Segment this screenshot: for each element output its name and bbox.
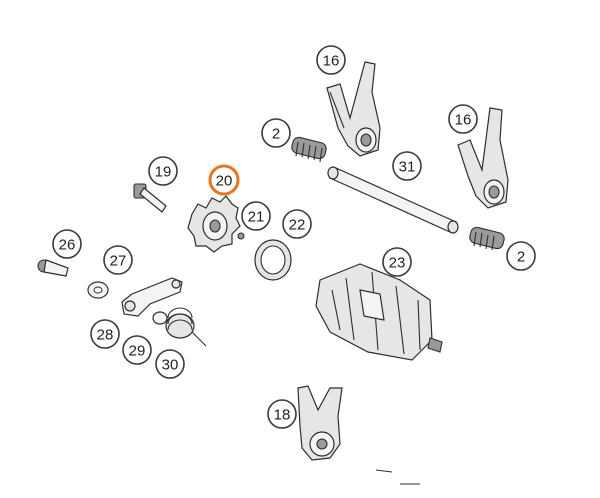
callout-circle	[155, 349, 185, 379]
callout-circle	[148, 156, 178, 186]
callout-23: 23	[382, 247, 412, 277]
shift-fork-16-upper	[326, 61, 381, 157]
callout-label: 18	[274, 407, 291, 424]
callout-circle	[103, 245, 133, 275]
pin-21	[237, 232, 245, 240]
callout-circle	[52, 229, 82, 259]
callout-label: 16	[455, 112, 472, 129]
spring-2-upper	[291, 136, 327, 163]
callout-22: 22	[282, 209, 312, 239]
callout-circle	[316, 45, 346, 75]
callout-29: 29	[122, 335, 152, 365]
callout-label: 28	[97, 327, 114, 344]
callout-circle	[241, 201, 271, 231]
shift-fork-16-right	[457, 107, 509, 209]
callout-30: 30	[155, 349, 185, 379]
callout-circle	[282, 209, 312, 239]
callout-label: 22	[289, 217, 306, 234]
callout-circle	[90, 319, 120, 349]
callout-20-highlighted: 20	[208, 164, 240, 196]
callout-circle	[261, 118, 291, 148]
bolt-26	[37, 259, 69, 277]
callout-label: 26	[59, 237, 76, 254]
callout-label: 2	[517, 249, 525, 266]
callout-27: 27	[103, 245, 133, 275]
washer-22	[254, 239, 292, 281]
callout-16: 16	[316, 45, 346, 75]
callout-21: 21	[241, 201, 271, 231]
scan-artifact-lines	[375, 469, 420, 485]
callout-label: 29	[129, 343, 146, 360]
callout-circle	[382, 247, 412, 277]
callout-circle	[448, 104, 478, 134]
callout-label: 16	[323, 53, 340, 70]
callout-circle	[122, 335, 152, 365]
washer-29	[152, 311, 168, 325]
callout-circle	[267, 399, 297, 429]
callout-label: 31	[399, 159, 416, 176]
callout-26: 26	[52, 229, 82, 259]
callout-circle	[506, 241, 536, 271]
callout-label: 19	[155, 164, 172, 181]
callout-31: 31	[392, 151, 422, 181]
shift-star-20	[187, 195, 241, 253]
callout-28: 28	[90, 319, 120, 349]
callout-16: 16	[448, 104, 478, 134]
shift-fork-18	[297, 385, 343, 461]
callout-19: 19	[148, 156, 178, 186]
callout-label: 21	[248, 209, 265, 226]
shift-rail-31	[327, 166, 459, 234]
callout-label: 20	[216, 173, 233, 190]
callout-18: 18	[267, 399, 297, 429]
bolt-19	[133, 183, 167, 213]
shift-lever-28	[121, 277, 183, 317]
callout-label: 23	[389, 255, 406, 272]
callout-label: 30	[162, 357, 179, 374]
callout-label: 2	[272, 126, 280, 143]
washer-27	[87, 281, 109, 299]
callout-circle	[392, 151, 422, 181]
shift-drum-23	[315, 263, 443, 361]
callout-circle	[208, 164, 240, 196]
callout-2: 2	[261, 118, 291, 148]
spring-2-lower	[469, 226, 505, 251]
spring-30	[165, 307, 207, 347]
callout-2: 2	[506, 241, 536, 271]
callout-label: 27	[110, 253, 127, 270]
